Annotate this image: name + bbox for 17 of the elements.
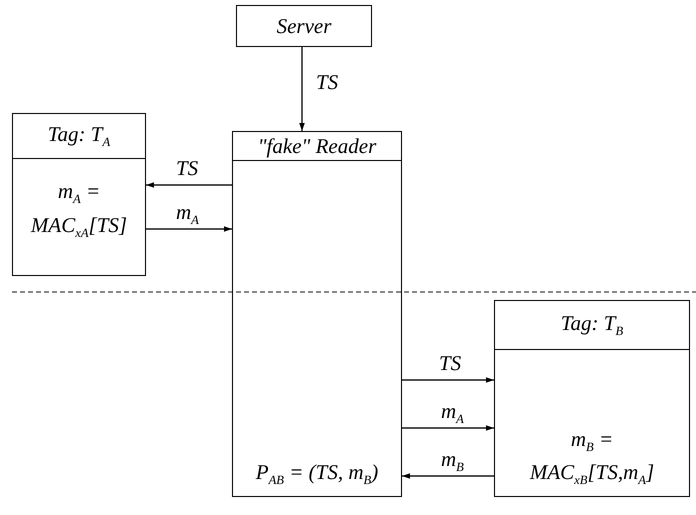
reader-box [232, 131, 402, 497]
server-box [236, 5, 372, 47]
tag-box [12, 113, 146, 276]
tag-box [494, 300, 690, 497]
arrow [402, 425, 494, 431]
formula-text: m$_{B}$ = MAC$_{xB}$[TS,m$_{A}$] [528, 426, 656, 490]
arrow [402, 377, 494, 383]
node-title: Tag: T$_{A}$ [48, 121, 110, 151]
arrow [146, 182, 232, 188]
arrow [146, 226, 232, 232]
node-title: Server [276, 12, 332, 40]
formula-text: m$_{A}$ = MAC$_{xA}$[TS] [30, 178, 128, 242]
node-title: Tag: T$_{B}$ [560, 310, 624, 340]
formula-text: P$_{AB}$ = (TS, m$_{B}$) [256, 458, 378, 490]
arrow [299, 47, 305, 131]
arrow [402, 473, 494, 479]
node-title: "fake" Reader [258, 132, 376, 160]
